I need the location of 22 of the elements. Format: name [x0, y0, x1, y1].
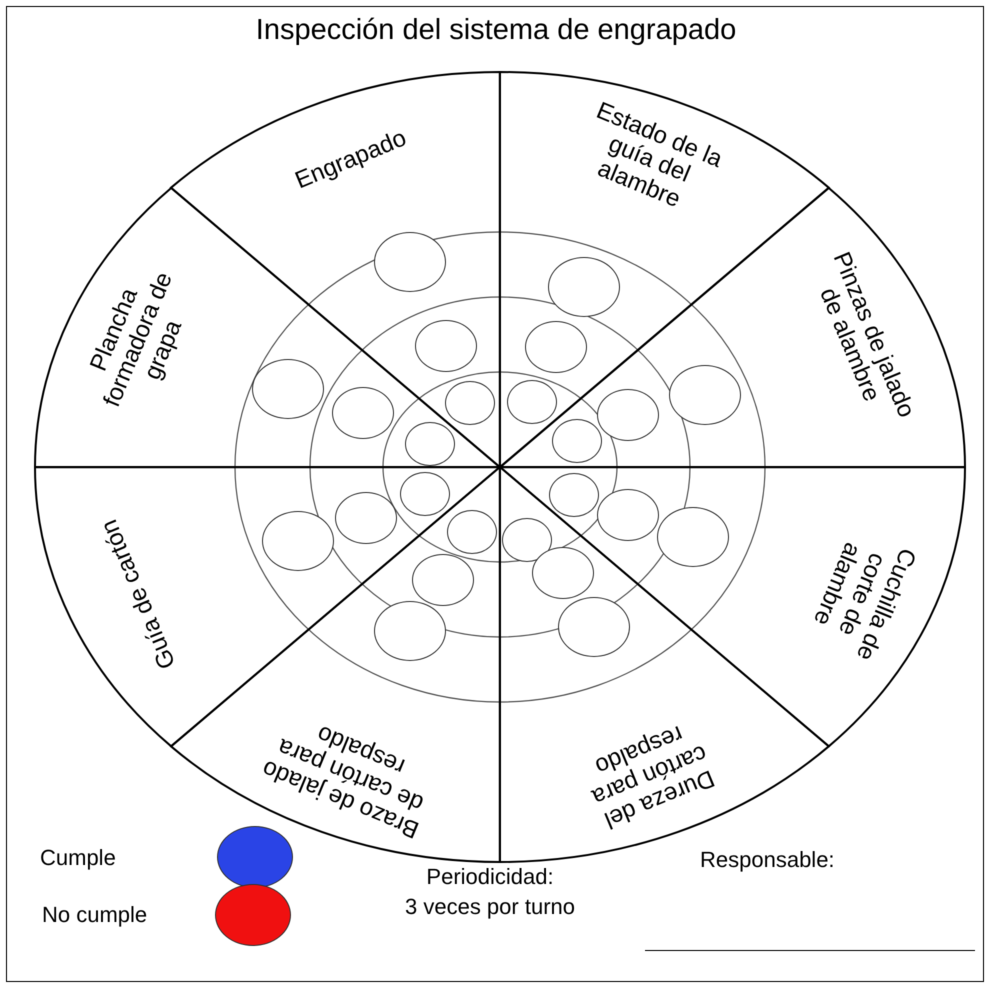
check-circle	[549, 473, 599, 517]
check-circle	[412, 554, 474, 606]
legend-label: Cumple	[40, 845, 116, 871]
check-circle	[532, 547, 594, 599]
check-circle	[444, 381, 495, 425]
title: Inspección del sistema de engrapado	[254, 14, 738, 47]
check-circle	[405, 422, 455, 466]
check-circle	[252, 358, 324, 419]
check-circle	[507, 380, 557, 424]
check-circle	[446, 510, 497, 554]
check-circle	[332, 386, 394, 439]
sector-label: Guía de cartón	[94, 514, 182, 675]
check-circle	[597, 489, 659, 541]
signature-label: Responsable:	[700, 846, 836, 874]
legend-label: No cumple	[42, 902, 148, 928]
check-circle	[669, 364, 741, 425]
frequency-note: Periodicidad: 3 veces por turno	[404, 863, 576, 921]
check-circle	[502, 518, 552, 562]
check-circle	[400, 472, 450, 516]
check-circle	[335, 492, 397, 544]
check-circle	[262, 511, 334, 571]
check-circle	[552, 418, 602, 463]
